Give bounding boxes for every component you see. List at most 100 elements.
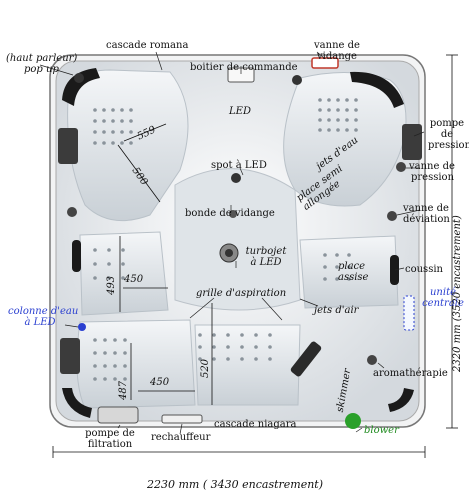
jet-nozzle: [113, 338, 117, 342]
jet-nozzle: [93, 262, 97, 266]
blower: [345, 413, 361, 429]
jet-nozzle: [318, 108, 322, 112]
jet-nozzle: [336, 98, 340, 102]
label-haut-parleur-line1: (haut parleur): [6, 53, 78, 64]
jet-nozzle: [212, 357, 216, 361]
seat-left: [79, 231, 169, 316]
jet-nozzle: [123, 364, 127, 368]
jet-nozzle: [254, 345, 258, 349]
jet-nozzle: [335, 265, 339, 269]
jet-nozzle: [240, 345, 244, 349]
jet-nozzle: [268, 357, 272, 361]
label-jets-air: jets d'air: [314, 305, 359, 316]
jet-nozzle: [103, 351, 107, 355]
jet-nozzle: [102, 141, 106, 145]
pump-left-top: [58, 128, 78, 164]
jet-nozzle: [111, 141, 115, 145]
jet-nozzle: [93, 377, 97, 381]
jet-nozzle: [336, 128, 340, 132]
jet-nozzle: [107, 276, 111, 280]
label-cascade-niagara: cascade niagara: [214, 419, 297, 430]
pillow-bottom-right: [388, 388, 414, 412]
jet-nozzle: [93, 338, 97, 342]
jet-nozzle: [102, 119, 106, 123]
label-unite-centrale-line1: unité: [429, 287, 456, 298]
jet-nozzle: [129, 108, 133, 112]
label-vanne-deviation-line2: déviation: [403, 214, 450, 225]
jet-nozzle: [129, 130, 133, 134]
jet-nozzle: [107, 262, 111, 266]
label-vanne-vidange-line2: vidange: [317, 51, 357, 62]
jet-nozzle: [254, 333, 258, 337]
valve-pressure: [396, 162, 406, 172]
jet-nozzle: [327, 108, 331, 112]
label-turbojet-line2: à LED: [250, 257, 282, 268]
jet-nozzle: [212, 345, 216, 349]
jet-nozzle: [107, 248, 111, 252]
jet-nozzle: [226, 357, 230, 361]
jet-nozzle: [93, 248, 97, 252]
label-unite-centrale-line2: centrale: [422, 298, 464, 309]
valve-left: [67, 207, 77, 217]
jet-nozzle: [93, 364, 97, 368]
jet-nozzle: [120, 130, 124, 134]
jet-nozzle: [198, 357, 202, 361]
jet-nozzle: [123, 351, 127, 355]
jet-nozzle: [354, 118, 358, 122]
jet-nozzle: [113, 377, 117, 381]
label-boitier: boitier de commande: [190, 62, 298, 73]
jet-nozzle: [335, 253, 339, 257]
label-place-assise-line2: assise: [338, 272, 369, 283]
seat-bottom: [194, 324, 301, 406]
jet-nozzle: [327, 128, 331, 132]
label-led: LED: [229, 106, 251, 117]
jet-nozzle: [327, 118, 331, 122]
spot-led: [231, 173, 241, 183]
label-aromatherapie: aromathérapie: [373, 368, 448, 379]
jet-nozzle: [93, 108, 97, 112]
label-grille: grille d'aspiration: [196, 288, 287, 299]
speaker-left: [74, 73, 84, 83]
jet-nozzle: [129, 141, 133, 145]
jet-nozzle: [345, 98, 349, 102]
jet-nozzle: [354, 108, 358, 112]
jet-nozzle: [323, 265, 327, 269]
label-turbojet-line1: turbojet: [245, 246, 287, 257]
jet-nozzle: [123, 338, 127, 342]
jet-nozzle: [113, 364, 117, 368]
valve-deviation: [387, 211, 397, 221]
aromatherapy: [367, 355, 377, 365]
jet-nozzle: [103, 364, 107, 368]
jet-nozzle: [345, 108, 349, 112]
dim-493: 493: [106, 275, 118, 296]
jet-nozzle: [121, 262, 125, 266]
skimmer-body: [290, 341, 322, 377]
seat-top-left: [67, 69, 189, 222]
seat-bottom-left: [76, 319, 196, 409]
central-unit: [403, 295, 415, 331]
pump-right-top: [402, 124, 422, 160]
jet-nozzle: [93, 276, 97, 280]
pillow-left: [72, 240, 81, 272]
dim-width: 2230 mm ( 3430 encastrement): [147, 478, 324, 491]
jet-nozzle: [318, 128, 322, 132]
label-vanne-pression-line2: pression: [411, 172, 455, 183]
dim-450b: 450: [150, 377, 170, 388]
label-coussin: coussin: [405, 264, 443, 275]
jet-nozzle: [103, 338, 107, 342]
pillow-top-right: [350, 71, 404, 108]
label-vanne-vidange-line1: vanne de: [314, 40, 360, 51]
jet-nozzle: [323, 277, 327, 281]
jet-nozzle: [111, 130, 115, 134]
label-vanne-pression-line1: vanne de: [409, 161, 455, 172]
jet-nozzle: [336, 108, 340, 112]
label-rechauffeur: rechauffeur: [151, 432, 211, 443]
pillow-right: [390, 255, 399, 285]
dim-520: 520: [200, 358, 212, 379]
jet-nozzle: [318, 98, 322, 102]
